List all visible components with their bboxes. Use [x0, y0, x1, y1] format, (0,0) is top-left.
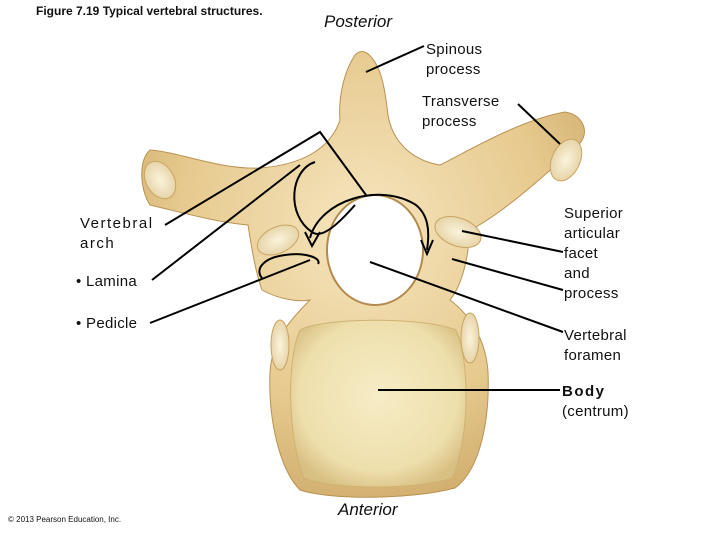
figure-title: Figure 7.19 Typical vertebral structures… — [36, 4, 263, 18]
label-line: Vertebral — [564, 327, 627, 344]
arch-arrowhead-right — [420, 239, 434, 257]
label-superior-articular-facet: Superior articular facet and process — [564, 204, 623, 304]
anterior-label: Anterior — [338, 500, 398, 519]
leader-lines — [149, 45, 564, 391]
label-line: process — [426, 61, 481, 78]
label-transverse-process: Transverse process — [422, 92, 499, 132]
arch-arrows — [258, 161, 434, 279]
posterior-label: Posterior — [324, 12, 393, 31]
label-line: and — [564, 265, 590, 282]
label-line: Spinous — [426, 41, 483, 58]
arch-curve-pedicle — [258, 253, 320, 279]
right-pedicle-face — [460, 312, 480, 364]
leader-superior-facet-b — [451, 258, 564, 291]
leader-superior-facet-a — [461, 230, 564, 253]
leader-vertebral-foramen — [369, 261, 564, 333]
arch-curve-lamina — [293, 161, 356, 235]
label-line: process — [422, 113, 477, 130]
label-line: Superior — [564, 205, 624, 222]
label-line: facet — [564, 245, 599, 262]
leader-transverse — [517, 103, 561, 145]
leader-spinous — [365, 45, 425, 73]
vertebral-foramen-opening — [326, 194, 424, 306]
leader-pedicle — [149, 259, 311, 324]
copyright-notice: © 2013 Pearson Education, Inc. — [8, 515, 122, 524]
arch-curve-top — [309, 193, 430, 251]
label-line: (centrum) — [562, 403, 629, 420]
label-pedicle: • Pedicle — [76, 315, 138, 332]
left-pedicle-face — [270, 319, 290, 371]
left-transverse-tip — [143, 160, 177, 200]
label-line: articular — [564, 225, 621, 242]
label-lamina: • Lamina — [76, 273, 138, 290]
label-line: Body — [562, 383, 606, 400]
label-line: foramen — [564, 347, 622, 364]
label-vertebral-foramen: Vertebral foramen — [564, 326, 627, 366]
label-spinous-process: Spinous process — [426, 40, 482, 80]
arch-arrowhead-left — [304, 231, 321, 249]
right-transverse-tip — [549, 138, 583, 182]
label-line: process — [564, 285, 619, 302]
left-superior-facet — [256, 224, 300, 256]
label-vertebral-arch: Vertebral arch — [80, 214, 154, 254]
label-line: arch — [80, 235, 116, 252]
label-line: Vertebral — [80, 215, 154, 232]
leader-vertebral-arch — [164, 130, 367, 226]
label-body: Body (centrum) — [562, 382, 629, 422]
leader-lamina — [151, 164, 301, 281]
vertebral-body-surface — [290, 319, 467, 488]
right-superior-facet — [434, 215, 482, 249]
label-line: Transverse — [422, 93, 500, 110]
